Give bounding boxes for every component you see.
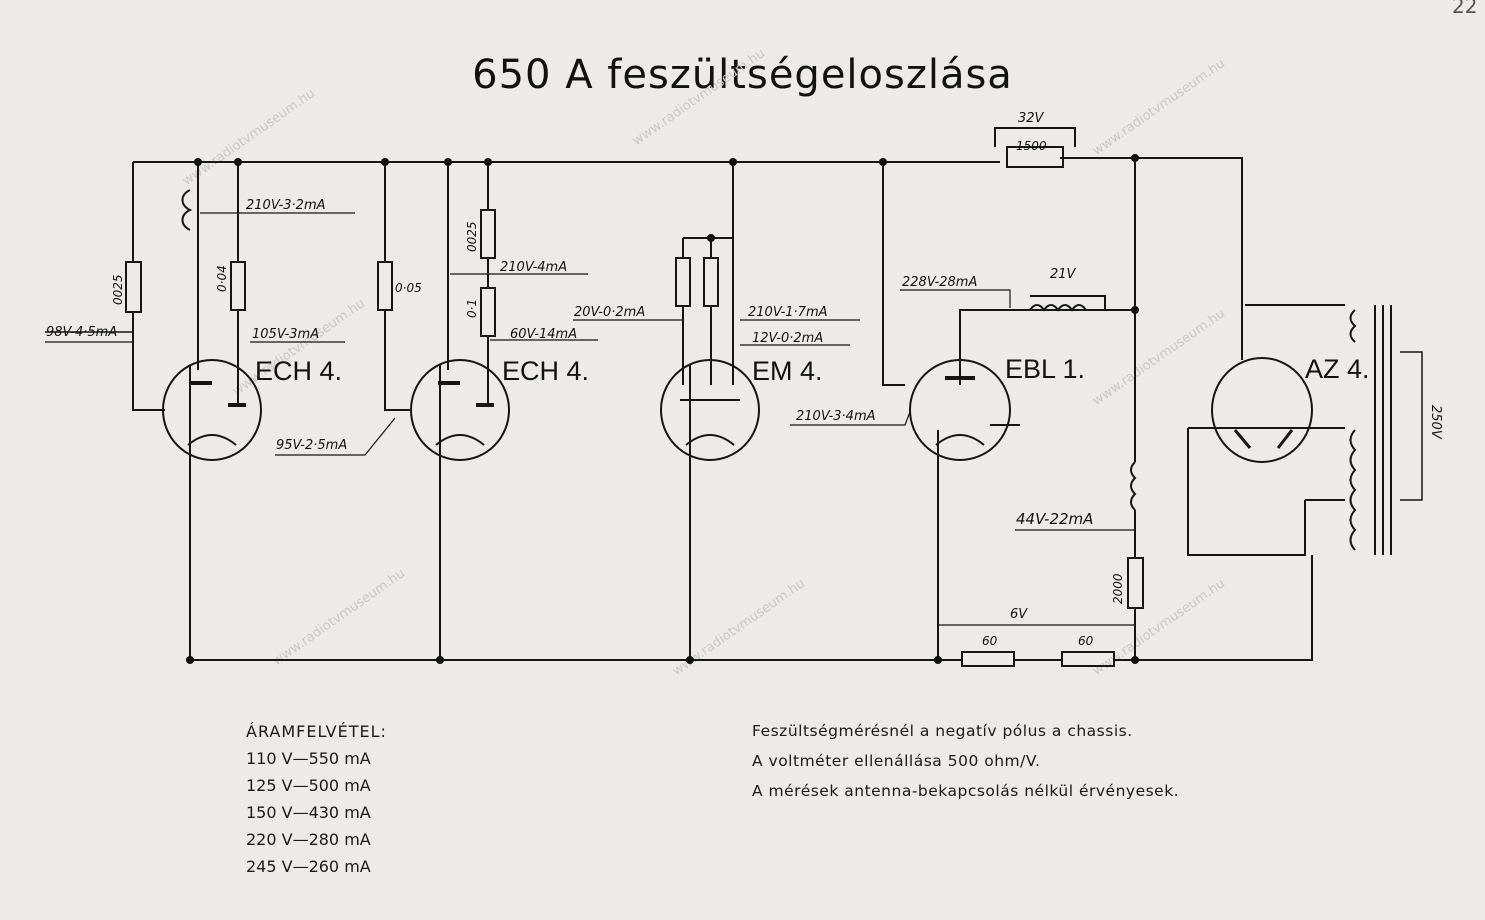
tube-ech4-2-envelope <box>410 359 510 461</box>
tube-az4-envelope <box>1211 357 1313 463</box>
tube-ech4-1-envelope <box>162 359 262 461</box>
resistor-r7 <box>1127 557 1144 609</box>
voltage-bracket-32v <box>994 127 1076 147</box>
voltage-label: 12V-0·2mA <box>752 331 823 346</box>
resistor-value: 0·04 <box>215 265 229 292</box>
resistor-1500 <box>1006 146 1064 168</box>
resistor-r5 <box>480 287 496 337</box>
current-consumption-row: 110 V—550 mA <box>246 749 371 768</box>
current-consumption-row: 125 V—500 mA <box>246 776 371 795</box>
voltage-label: 210V-1·7mA <box>748 305 828 320</box>
transformer-coil-top <box>1349 309 1357 343</box>
tube-label-ech4-1: ECH 4. <box>255 356 342 386</box>
cathode <box>935 434 985 446</box>
measurement-notes: Feszültségmérésnél a negatív pólus a cha… <box>752 716 1179 806</box>
cathode <box>435 434 485 446</box>
page-title: 650 A feszültségeloszlása <box>472 52 1013 98</box>
note-line: A voltméter ellenállása 500 ohm/V. <box>752 752 1041 770</box>
voltage-label: 210V-3·4mA <box>796 409 876 424</box>
voltage-label: 44V-22mA <box>1016 510 1093 528</box>
current-consumption-row: 245 V—260 mA <box>246 857 371 876</box>
transformer-core <box>1374 305 1392 555</box>
current-consumption-row: 150 V—430 mA <box>246 803 371 822</box>
resistor-value: 0·05 <box>395 281 422 295</box>
voltage-label: 98V-4·5mA <box>46 325 117 340</box>
tube-label-ech4-2: ECH 4. <box>502 356 589 386</box>
resistor-value: 60 <box>1078 634 1094 648</box>
note-line: Feszültségmérésnél a negatív pólus a cha… <box>752 722 1133 740</box>
cathode <box>685 434 735 446</box>
tube-em4-envelope <box>660 359 760 461</box>
current-consumption-row: 220 V—280 mA <box>246 830 371 849</box>
voltage-label: 20V-0·2mA <box>574 305 645 320</box>
ht-bus-wire-right <box>1060 157 1243 305</box>
resistor-r9 <box>1061 651 1115 667</box>
coil-icon <box>181 189 193 231</box>
resistor-value: 60 <box>982 634 998 648</box>
choke-coil <box>1130 461 1137 511</box>
cathode <box>187 434 237 446</box>
voltage-label: 210V-4mA <box>500 260 567 275</box>
tube-ebl1-envelope <box>909 359 1011 461</box>
resistor-value: 2000 <box>1111 573 1125 604</box>
resistor-value: 0025 <box>111 274 125 305</box>
tube-label-ebl1: EBL 1. <box>1005 354 1085 384</box>
resistor-em4-a <box>675 257 691 307</box>
tube-label-em4: EM 4. <box>752 356 823 386</box>
resistor-r2 <box>230 261 246 311</box>
voltage-label: 60V-14mA <box>510 327 577 342</box>
transformer-coil-secondary <box>1349 429 1357 551</box>
voltage-label: 95V-2·5mA <box>276 438 347 453</box>
current-consumption-table: ÁRAMFELVÉTEL: 110 V—550 mA 125 V—500 mA … <box>246 718 387 880</box>
voltage-label: 21V <box>1050 267 1077 282</box>
tube-label-az4: AZ 4. <box>1305 354 1370 384</box>
voltage-label: 250V <box>1428 405 1443 440</box>
page-number: 22 <box>1452 0 1478 18</box>
resistor-r4 <box>480 209 496 259</box>
output-transformer-coil <box>1029 304 1087 312</box>
resistor-r8 <box>961 651 1015 667</box>
voltage-label: 32V <box>1018 111 1045 126</box>
current-consumption-heading: ÁRAMFELVÉTEL: <box>246 722 387 741</box>
resistor-value: 0·1 <box>465 299 479 318</box>
resistor-r1 <box>125 261 142 313</box>
resistor-r3 <box>377 261 393 311</box>
voltage-label: 6V <box>1010 607 1028 622</box>
voltage-label: 105V-3mA <box>252 327 319 342</box>
resistor-em4-b <box>703 257 719 307</box>
note-line: A mérések antenna-bekapcsolás nélkül érv… <box>752 782 1180 800</box>
voltage-label: 228V-28mA <box>902 275 977 290</box>
voltage-label: 210V-3·2mA <box>246 198 326 213</box>
resistor-value: 0025 <box>465 221 479 252</box>
resistor-value: 1500 <box>1016 139 1047 153</box>
